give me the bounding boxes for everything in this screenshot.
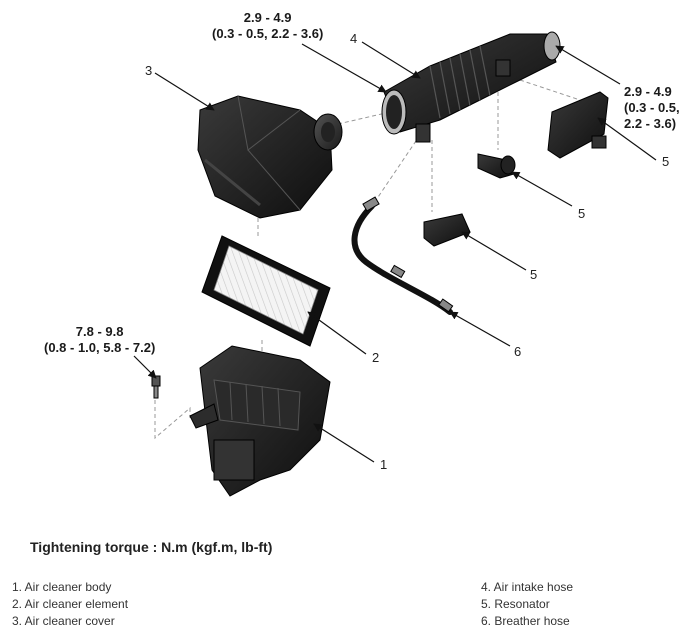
air-cleaner-element-part xyxy=(201,235,331,347)
callout-number-5-small: 5 xyxy=(530,267,538,282)
callout-number-5-large: 5 xyxy=(662,154,670,169)
callout-number-5-elbow: 5 xyxy=(578,206,586,221)
exploded-parts-diagram xyxy=(133,31,657,497)
callout-number-2: 2 xyxy=(372,350,380,365)
resonator-small-part xyxy=(423,213,471,247)
air-cleaner-cover-part xyxy=(197,95,343,219)
callout-number-4: 4 xyxy=(350,31,358,46)
legend-left: 1. Air cleaner body 2. Air cleaner eleme… xyxy=(12,579,128,630)
air-cleaner-body-part xyxy=(189,345,331,497)
legend-item: 6. Breather hose xyxy=(481,614,570,628)
callout-number-6: 6 xyxy=(514,344,522,359)
torque-label-mounting-bolt: 7.8 - 9.8 (0.8 - 1.0, 5.8 - 7.2) xyxy=(44,324,156,355)
resonator-elbow-part xyxy=(477,153,516,179)
legend-item: 1. Air cleaner body xyxy=(12,580,112,594)
tightening-torque-heading: Tightening torque : N.m (kgf.m, lb-ft) xyxy=(30,539,273,555)
legend-right: 4. Air intake hose 5. Resonator 6. Breat… xyxy=(481,579,573,630)
leader-lines xyxy=(133,41,657,463)
callout-number-1: 1 xyxy=(380,457,388,472)
breather-hose-part xyxy=(351,196,454,315)
torque-label-throttle-clamp: 2.9 - 4.9 (0.3 - 0.5, 2.2 - 3.6) xyxy=(624,84,680,131)
mounting-bolt-part xyxy=(151,375,161,399)
resonator-large-part xyxy=(547,91,609,159)
legend-item: 5. Resonator xyxy=(481,597,550,611)
legend-item: 2. Air cleaner element xyxy=(12,597,129,611)
torque-label-intake-hose-clamp: 2.9 - 4.9 (0.3 - 0.5, 2.2 - 3.6) xyxy=(212,10,324,41)
callout-number-3: 3 xyxy=(145,63,153,78)
air-intake-hose-part xyxy=(381,31,561,143)
legend-item: 4. Air intake hose xyxy=(481,580,574,594)
legend-item: 3. Air cleaner cover xyxy=(12,614,115,628)
